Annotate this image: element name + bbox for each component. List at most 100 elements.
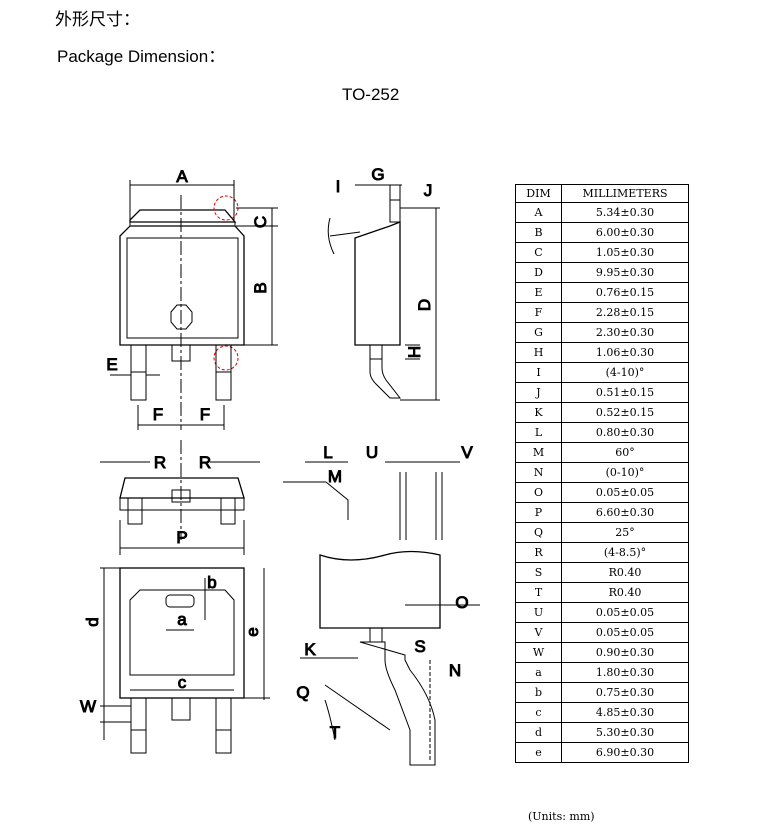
dim-cell: Q — [515, 522, 562, 543]
dim-label-d-upper: D — [415, 299, 434, 311]
dim-cell: H — [515, 342, 562, 363]
dim-cell: K — [515, 402, 562, 423]
millimeters-cell: 0.90±0.30 — [561, 642, 689, 663]
dim-label-c-upper: C — [251, 216, 270, 228]
dim-label-b-upper: B — [251, 282, 270, 293]
millimeters-cell: 0.80±0.30 — [561, 422, 689, 443]
dim-label-q-upper: Q — [296, 683, 309, 702]
dim-label-u-upper: U — [366, 443, 378, 462]
dim-label-h-upper: H — [405, 346, 424, 358]
dim-label-r-upper-right: R — [199, 453, 211, 472]
millimeters-cell: 0.75±0.30 — [561, 682, 689, 703]
dim-cell: V — [515, 622, 562, 643]
dim-cell: b — [515, 682, 562, 703]
millimeters-cell: 5.34±0.30 — [561, 202, 689, 223]
dim-label-c-lower: c — [178, 673, 187, 692]
dim-label-e-upper: E — [106, 355, 117, 374]
dim-label-l-upper: L — [323, 443, 332, 462]
dim-cell: I — [515, 362, 562, 383]
side-view — [327, 184, 440, 401]
dim-cell: L — [515, 422, 562, 443]
dim-label-v-upper: V — [461, 443, 473, 462]
dim-cell: P — [515, 502, 562, 523]
millimeters-cell: 0.05±0.05 — [561, 622, 689, 643]
dim-cell: O — [515, 482, 562, 503]
detail-lm — [283, 461, 349, 520]
millimeters-cell: 25° — [561, 522, 689, 543]
dim-cell: c — [515, 702, 562, 723]
dim-cell: T — [515, 582, 562, 603]
dim-cell: E — [515, 282, 562, 303]
dim-cell: W — [515, 642, 562, 663]
dim-cell: C — [515, 242, 562, 263]
dim-cell: M — [515, 442, 562, 463]
millimeters-cell: 1.06±0.30 — [561, 342, 689, 363]
millimeters-cell: 1.05±0.30 — [561, 242, 689, 263]
dim-label-r-upper-left: R — [154, 453, 166, 472]
millimeters-cell: 0.05±0.05 — [561, 602, 689, 623]
page-title: Package Dimension： — [57, 47, 226, 66]
column-header-millimeters: MILLIMETERS — [561, 184, 689, 203]
dim-cell: D — [515, 262, 562, 283]
dim-label-k-upper: K — [304, 640, 316, 659]
millimeters-cell: 5.30±0.30 — [561, 722, 689, 743]
table-header-row: DIM MILLIMETERS — [515, 184, 689, 203]
dim-cell: U — [515, 602, 562, 623]
millimeters-cell: 1.80±0.30 — [561, 662, 689, 683]
millimeters-cell: 60° — [561, 442, 689, 463]
package-name: TO-252 — [342, 85, 400, 104]
dim-cell: R — [515, 542, 562, 563]
dim-label-a-lower: a — [177, 610, 187, 629]
millimeters-cell: 2.30±0.30 — [561, 322, 689, 343]
detail-uv — [385, 461, 460, 540]
millimeters-cell: 4.85±0.30 — [561, 702, 689, 723]
dim-label-d-lower: d — [83, 617, 102, 626]
dim-label-t-upper: T — [330, 723, 340, 742]
millimeters-cell: (0-10)° — [561, 462, 689, 483]
front-view — [100, 440, 260, 555]
millimeters-cell: 0.05±0.05 — [561, 482, 689, 503]
dim-cell: a — [515, 662, 562, 683]
millimeters-cell: (4-8.5)° — [561, 542, 689, 563]
dim-label-b-lower: b — [207, 573, 216, 592]
page-title-chinese: 外形尺寸： — [55, 10, 140, 30]
dim-label-w-upper: W — [80, 697, 96, 716]
lead-detail — [300, 550, 480, 766]
dim-cell: B — [515, 222, 562, 243]
top-view — [110, 180, 278, 430]
dim-label-m-upper: M — [328, 467, 342, 486]
millimeters-cell: 6.90±0.30 — [561, 742, 689, 763]
dim-label-a-upper: A — [176, 167, 188, 186]
dim-label-i-upper: I — [336, 177, 341, 196]
dim-label-j-upper: J — [424, 181, 433, 200]
table-row: I(4-10)° — [515, 362, 689, 383]
dim-label-e-lower: e — [243, 627, 262, 636]
table-row: N(0-10)° — [515, 462, 689, 483]
millimeters-cell: 0.52±0.15 — [561, 402, 689, 423]
units-note: (Units: mm) — [528, 810, 595, 823]
millimeters-cell: 6.00±0.30 — [561, 222, 689, 243]
millimeters-cell: (4-10)° — [561, 362, 689, 383]
millimeters-cell: 0.76±0.15 — [561, 282, 689, 303]
dim-cell: e — [515, 742, 562, 763]
